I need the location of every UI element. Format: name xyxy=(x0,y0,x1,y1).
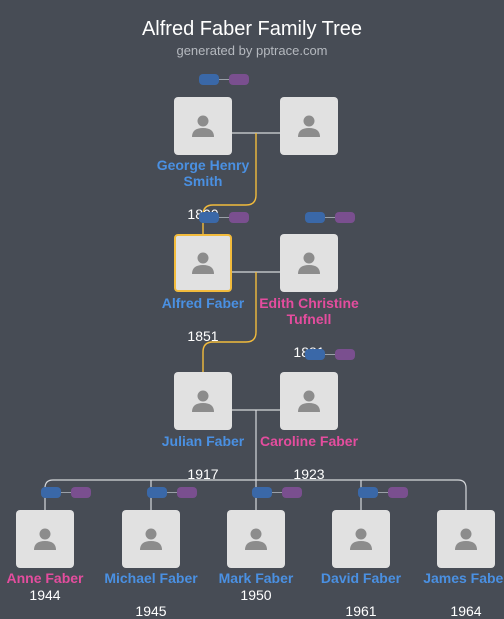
person-year-michael: 1945 xyxy=(135,603,167,619)
person-card-george-spouse[interactable] xyxy=(280,97,338,155)
pill-link xyxy=(219,217,229,218)
person-year-james: 1964 xyxy=(450,603,482,619)
expand-ancestors-icon[interactable] xyxy=(41,487,61,498)
expand-relatives-icon[interactable] xyxy=(388,487,408,498)
person-year-alfred: 1851 xyxy=(187,328,219,344)
person-silhouette-icon xyxy=(350,528,372,550)
pill-link xyxy=(272,492,282,493)
person-year-caroline: 1923 xyxy=(293,466,325,482)
person-card-george[interactable] xyxy=(174,97,232,155)
expand-ancestors-icon[interactable] xyxy=(199,74,219,85)
person-name-george[interactable]: George Henry Smith xyxy=(156,157,250,189)
expand-ancestors-icon[interactable] xyxy=(199,212,219,223)
person-silhouette-icon xyxy=(192,390,214,412)
person-year-julian: 1917 xyxy=(187,466,219,482)
expand-relatives-icon[interactable] xyxy=(282,487,302,498)
person-name-anne[interactable]: Anne Faber xyxy=(6,570,84,586)
person-card-james[interactable] xyxy=(437,510,495,568)
person-card-caroline[interactable] xyxy=(280,372,338,430)
expand-relatives-icon[interactable] xyxy=(177,487,197,498)
expand-ancestors-icon[interactable] xyxy=(252,487,272,498)
pill-link xyxy=(325,354,335,355)
expand-ancestors-icon[interactable] xyxy=(305,212,325,223)
person-silhouette-icon xyxy=(298,390,320,412)
expand-relatives-icon[interactable] xyxy=(335,212,355,223)
person-card-julian[interactable] xyxy=(174,372,232,430)
person-silhouette-icon xyxy=(298,115,320,137)
person-card-anne[interactable] xyxy=(16,510,74,568)
person-year-david: 1961 xyxy=(345,603,377,619)
pill-link xyxy=(219,79,229,80)
person-silhouette-icon xyxy=(192,252,214,274)
person-card-edith[interactable] xyxy=(280,234,338,292)
expand-ancestors-icon[interactable] xyxy=(147,487,167,498)
person-card-david[interactable] xyxy=(332,510,390,568)
expand-relatives-icon[interactable] xyxy=(335,349,355,360)
person-name-mark[interactable]: Mark Faber xyxy=(218,570,294,586)
person-card-alfred[interactable] xyxy=(174,234,232,292)
expand-relatives-icon[interactable] xyxy=(229,74,249,85)
expand-ancestors-icon[interactable] xyxy=(358,487,378,498)
person-name-julian[interactable]: Julian Faber xyxy=(161,433,245,449)
person-silhouette-icon xyxy=(34,528,56,550)
expand-relatives-icon[interactable] xyxy=(229,212,249,223)
pill-link xyxy=(378,492,388,493)
person-name-michael[interactable]: Michael Faber xyxy=(104,570,198,586)
person-name-edith[interactable]: Edith Christine Tufnell xyxy=(259,295,359,327)
expand-relatives-icon[interactable] xyxy=(71,487,91,498)
person-silhouette-icon xyxy=(245,528,267,550)
person-silhouette-icon xyxy=(140,528,162,550)
person-name-caroline[interactable]: Caroline Faber xyxy=(259,433,359,449)
person-silhouette-icon xyxy=(192,115,214,137)
person-year-mark: 1950 xyxy=(240,587,272,603)
pill-link xyxy=(61,492,71,493)
person-silhouette-icon xyxy=(298,252,320,274)
person-card-michael[interactable] xyxy=(122,510,180,568)
person-name-james[interactable]: James Faber xyxy=(423,570,504,586)
person-name-alfred[interactable]: Alfred Faber xyxy=(161,295,245,311)
person-card-mark[interactable] xyxy=(227,510,285,568)
tree-title: Alfred Faber Family Tree xyxy=(141,18,363,40)
person-year-anne: 1944 xyxy=(29,587,61,603)
expand-ancestors-icon[interactable] xyxy=(305,349,325,360)
pill-link xyxy=(325,217,335,218)
pill-link xyxy=(167,492,177,493)
person-name-david[interactable]: David Faber xyxy=(320,570,402,586)
tree-subtitle: generated by pptrace.com xyxy=(176,43,328,58)
person-silhouette-icon xyxy=(455,528,477,550)
